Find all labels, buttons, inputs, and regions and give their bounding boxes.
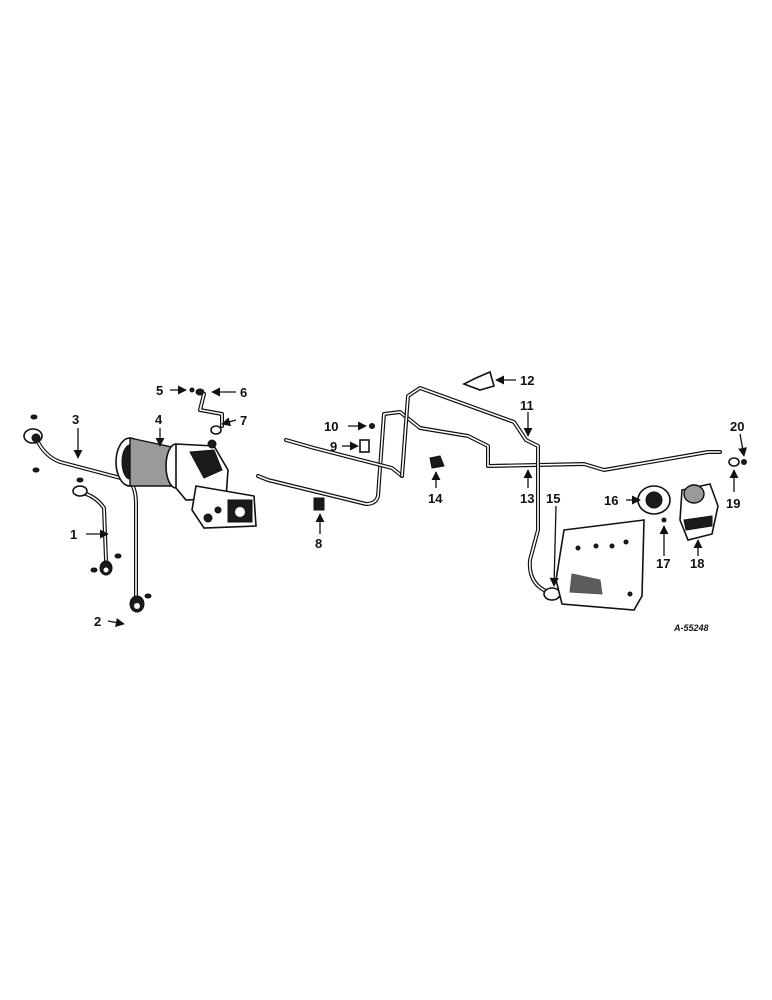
callout-7: 7: [240, 413, 247, 428]
washer: [30, 414, 38, 420]
callout-18: 18: [690, 556, 704, 571]
callout-11: 11: [520, 398, 534, 413]
reference-number: A-55248: [673, 623, 709, 633]
callout-9: 9: [330, 439, 337, 454]
callout-14: 14: [428, 491, 443, 506]
clip-9: [359, 439, 370, 453]
tube-center-long: [256, 410, 722, 506]
valve-assembly: [115, 437, 257, 529]
tube-1: [78, 490, 108, 562]
callout-1: 1: [70, 527, 77, 542]
tube-3-end-fitting-bottom: [129, 595, 145, 613]
callout-17: 17: [656, 556, 670, 571]
clip-14: [429, 455, 445, 469]
callout-8: 8: [315, 536, 322, 551]
fitting-7: [210, 425, 222, 435]
fitting-8: [313, 497, 325, 511]
plug-20: [741, 459, 747, 465]
callout-4: 4: [155, 412, 163, 427]
fitting-5: [189, 387, 195, 393]
callout-20: 20: [730, 419, 744, 434]
fitting-19: [728, 457, 740, 467]
tube-3-end-fitting-top: [23, 428, 43, 444]
washer: [114, 553, 122, 559]
bracket-12: [462, 370, 495, 391]
tube-center-short: [284, 438, 404, 478]
callout-16: 16: [604, 493, 618, 508]
leader-lines: [73, 375, 748, 627]
callout-10: 10: [324, 419, 338, 434]
tube-end-fitting: [543, 587, 561, 601]
cover-plate-15: [555, 519, 645, 611]
gasket-16: [637, 485, 671, 515]
bolt-17: [661, 517, 667, 523]
callout-6: 6: [240, 385, 247, 400]
washer: [32, 467, 40, 473]
callout-3: 3: [72, 412, 79, 427]
callout-2: 2: [94, 614, 101, 629]
tube-11: [400, 386, 550, 594]
housing-18: [679, 483, 719, 541]
washer: [90, 567, 98, 573]
fitting-6: [195, 388, 224, 428]
callout-5: 5: [156, 383, 163, 398]
callout-19: 19: [726, 496, 740, 511]
tube-1-end-fitting-bottom: [99, 560, 113, 576]
callout-12: 12: [520, 373, 534, 388]
washer: [144, 593, 152, 599]
bolt-10: [369, 423, 375, 429]
callout-15: 15: [546, 491, 560, 506]
callout-13: 13: [520, 491, 534, 506]
tube-1-end-fitting-top: [72, 477, 88, 497]
